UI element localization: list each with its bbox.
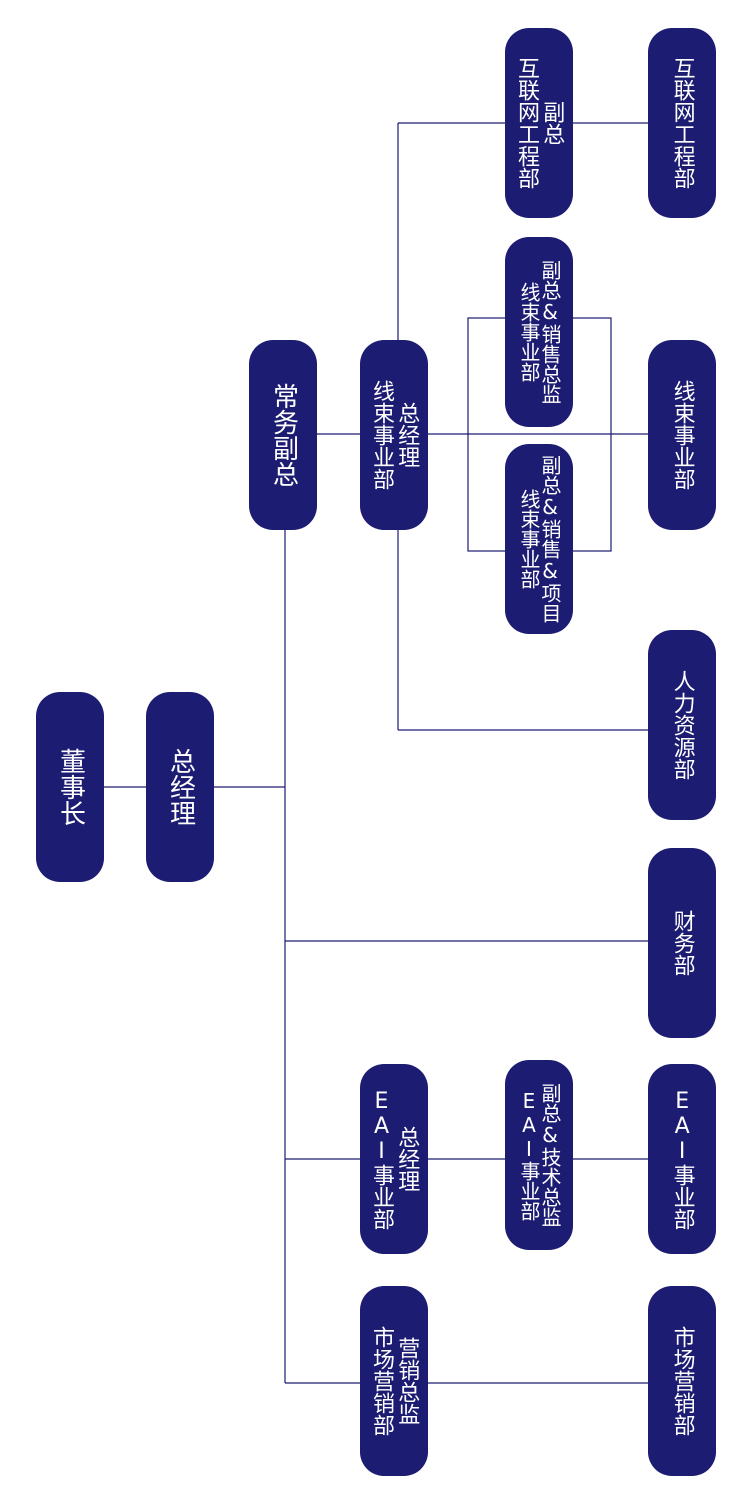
eai-vp-tech-line1: 副总&技术总监 [538, 1083, 562, 1227]
hr-dept-box[interactable]: 人力资源部 [648, 630, 716, 820]
harness-vp-sales-box[interactable]: 副总&销售总监 线束事业部 [505, 237, 573, 427]
eai-gm-label: 总经理 EAI事业部 [369, 1088, 420, 1230]
internet-dept-label: 互联网工程部 [669, 57, 695, 189]
harness-dept-box[interactable]: 线束事业部 [648, 340, 716, 530]
marketing-dept-label: 市场营销部 [669, 1326, 695, 1436]
chairman-label: 董事长 [55, 748, 86, 826]
hr-dept-label: 人力资源部 [669, 670, 695, 780]
internet-vp-line2: 互联网工程部 [514, 57, 539, 189]
marketing-director-label: 营销总监 市场营销部 [369, 1326, 420, 1436]
general-manager-box[interactable]: 总经理 [146, 692, 214, 882]
internet-vp-label: 副总 互联网工程部 [514, 57, 565, 189]
general-manager-label: 总经理 [165, 748, 196, 826]
eai-gm-line1: 总经理 [394, 1126, 420, 1192]
chairman-box[interactable]: 董事长 [36, 692, 104, 882]
marketing-director-line2: 市场营销部 [369, 1326, 394, 1436]
internet-vp-box[interactable]: 副总 互联网工程部 [505, 28, 573, 218]
harness-gm-label: 总经理 线束事业部 [369, 380, 420, 490]
finance-dept-box[interactable]: 财务部 [648, 848, 716, 1038]
harness-vp-project-line2: 线束事业部 [517, 489, 541, 589]
eai-vp-tech-line2: EAI事业部 [517, 1089, 541, 1221]
harness-vp-sales-label: 副总&销售总监 线束事业部 [517, 260, 562, 404]
executive-vp-box[interactable]: 常务副总 [249, 340, 317, 530]
harness-gm-line1: 总经理 [394, 402, 420, 468]
marketing-director-line1: 营销总监 [394, 1337, 420, 1425]
harness-vp-project-box[interactable]: 副总&销售&项目 线束事业部 [505, 444, 573, 634]
eai-vp-tech-label: 副总&技术总监 EAI事业部 [517, 1083, 562, 1227]
harness-gm-box[interactable]: 总经理 线束事业部 [360, 340, 428, 530]
harness-vp-project-label: 副总&销售&项目 线束事业部 [517, 455, 562, 623]
internet-vp-line1: 副总 [539, 101, 565, 145]
harness-vp-project-line1: 副总&销售&项目 [538, 455, 562, 623]
eai-gm-box[interactable]: 总经理 EAI事业部 [360, 1064, 428, 1254]
eai-dept-label: EAI事业部 [669, 1088, 695, 1230]
eai-vp-tech-box[interactable]: 副总&技术总监 EAI事业部 [505, 1060, 573, 1250]
executive-vp-label: 常务副总 [268, 383, 299, 487]
harness-dept-label: 线束事业部 [669, 380, 695, 490]
harness-vp-sales-line2: 线束事业部 [517, 282, 541, 382]
harness-vp-sales-line1: 副总&销售总监 [538, 260, 562, 404]
finance-dept-label: 财务部 [669, 910, 695, 976]
marketing-director-box[interactable]: 营销总监 市场营销部 [360, 1286, 428, 1476]
harness-gm-line2: 线束事业部 [369, 380, 394, 490]
marketing-dept-box[interactable]: 市场营销部 [648, 1286, 716, 1476]
internet-dept-box[interactable]: 互联网工程部 [648, 28, 716, 218]
eai-dept-box[interactable]: EAI事业部 [648, 1064, 716, 1254]
eai-gm-line2: EAI事业部 [369, 1088, 394, 1230]
